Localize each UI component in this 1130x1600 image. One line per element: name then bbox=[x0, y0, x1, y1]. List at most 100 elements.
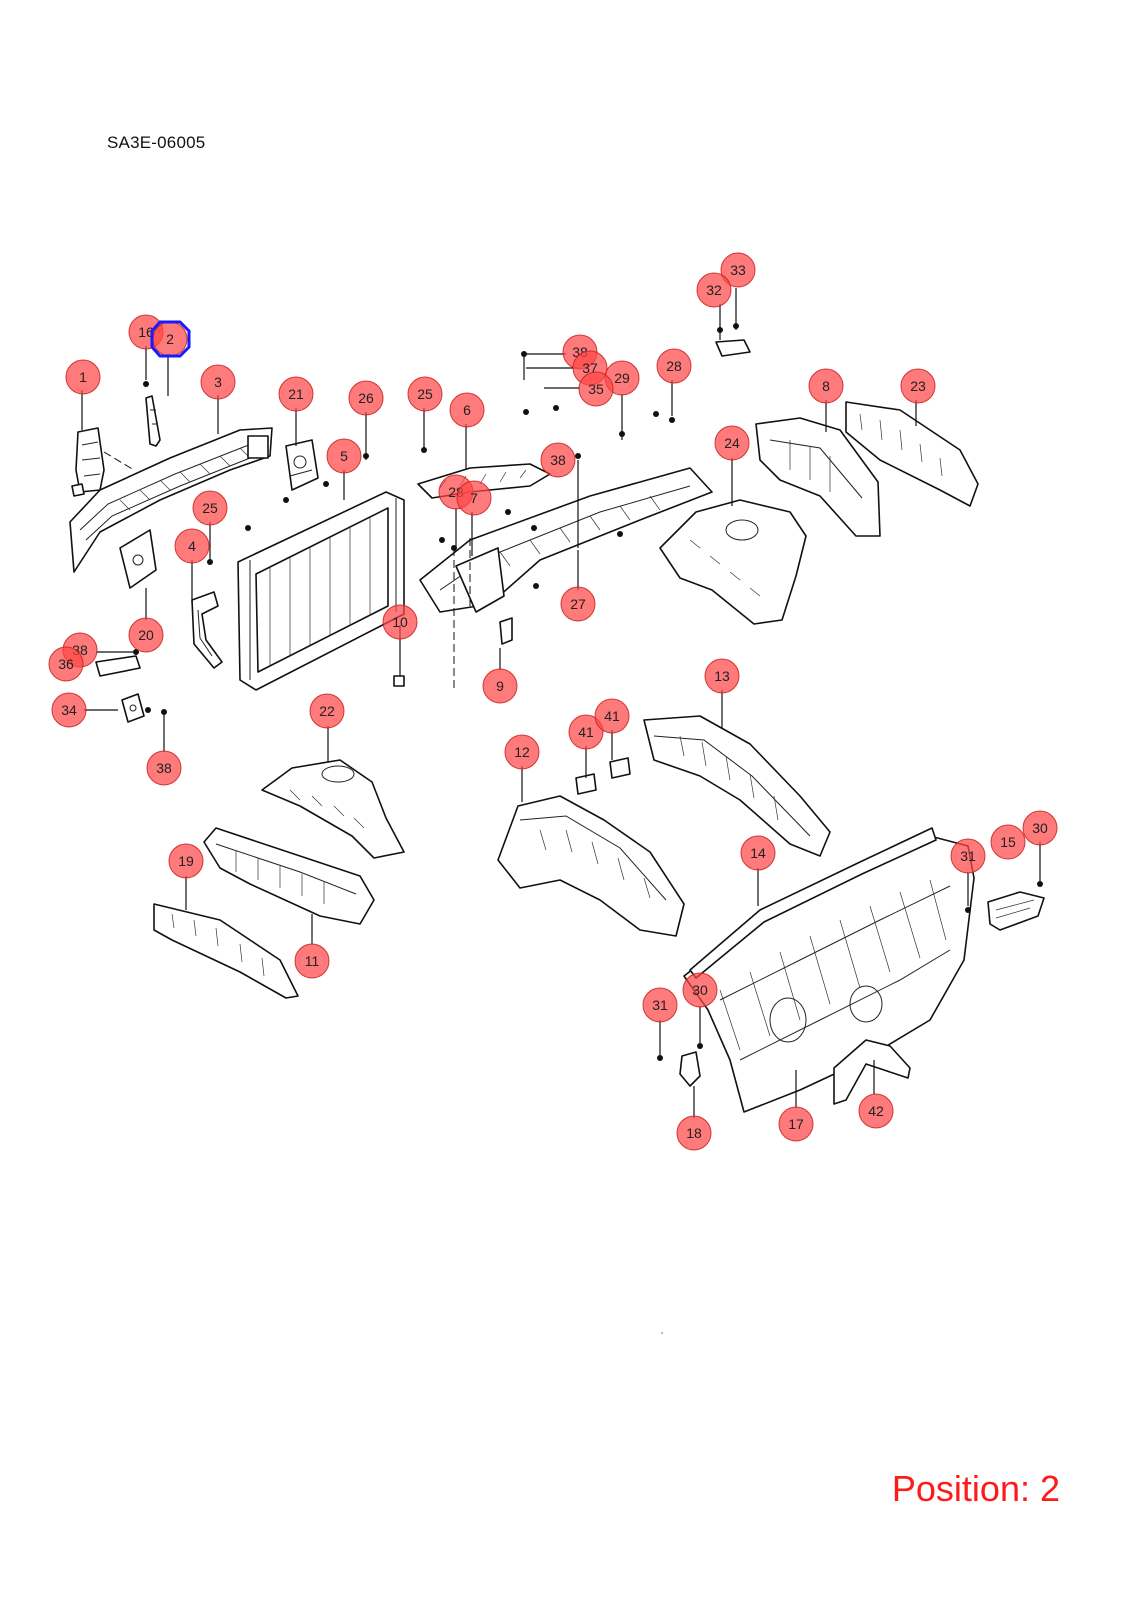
svg-text:26: 26 bbox=[358, 390, 374, 406]
svg-text:33: 33 bbox=[730, 262, 746, 278]
callout[interactable]: 17 bbox=[778, 1106, 814, 1142]
svg-text:31: 31 bbox=[960, 848, 976, 864]
callout[interactable]: 13 bbox=[704, 658, 740, 694]
svg-text:20: 20 bbox=[138, 627, 154, 643]
callout[interactable]: 12 bbox=[504, 734, 540, 770]
part-11-side-member bbox=[203, 827, 375, 925]
callout[interactable]: 30 bbox=[682, 972, 718, 1008]
callout[interactable]: 2 bbox=[152, 321, 188, 357]
part-19-panel bbox=[153, 903, 299, 999]
svg-text:35: 35 bbox=[588, 381, 604, 397]
callout[interactable]: 9 bbox=[482, 668, 518, 704]
svg-text:21: 21 bbox=[288, 386, 304, 402]
callout[interactable]: 35 bbox=[578, 371, 614, 407]
svg-text:36: 36 bbox=[58, 656, 74, 672]
svg-text:19: 19 bbox=[178, 853, 194, 869]
part-4-arm bbox=[191, 591, 223, 669]
svg-text:4: 4 bbox=[188, 538, 196, 554]
part-24-wheelhouse bbox=[659, 499, 807, 625]
callout[interactable]: 36 bbox=[48, 646, 84, 682]
part-8-side-rail bbox=[755, 417, 881, 537]
callout[interactable]: 23 bbox=[900, 368, 936, 404]
part-21-bracket bbox=[285, 439, 319, 491]
callout[interactable]: 27 bbox=[560, 586, 596, 622]
selected-callout-highlight bbox=[150, 320, 191, 358]
callout[interactable]: 28 bbox=[656, 348, 692, 384]
callout[interactable]: 32 bbox=[696, 272, 732, 308]
svg-text:31: 31 bbox=[652, 997, 668, 1013]
callout[interactable]: 15 bbox=[990, 824, 1026, 860]
part-13-rail bbox=[643, 715, 831, 857]
part-18-bracket bbox=[679, 1051, 701, 1087]
callout[interactable]: 41 bbox=[568, 714, 604, 750]
callout[interactable]: 31 bbox=[950, 838, 986, 874]
callout[interactable]: 31 bbox=[642, 987, 678, 1023]
leader-lines bbox=[81, 288, 1041, 1118]
callouts: 33 32 16 2 38 37 29 35 28 1 3 21 26 25 6… bbox=[48, 252, 1058, 1151]
svg-text:1: 1 bbox=[79, 369, 87, 385]
svg-text:42: 42 bbox=[868, 1103, 884, 1119]
callout[interactable]: 14 bbox=[740, 835, 776, 871]
callout[interactable]: 30 bbox=[1022, 810, 1058, 846]
svg-text:18: 18 bbox=[686, 1125, 702, 1141]
part-5-radiator-support bbox=[237, 491, 405, 691]
position-label: Position: 2 bbox=[891, 1468, 1060, 1509]
part-2-strap bbox=[145, 395, 161, 447]
callout[interactable]: 25 bbox=[407, 376, 443, 412]
callout[interactable]: 25 bbox=[192, 490, 228, 526]
svg-text:27: 27 bbox=[570, 596, 586, 612]
speck bbox=[661, 1332, 663, 1334]
callout[interactable]: 7 bbox=[456, 480, 492, 516]
svg-text:13: 13 bbox=[714, 668, 730, 684]
callout[interactable]: 21 bbox=[278, 376, 314, 412]
bolts bbox=[133, 323, 1043, 1061]
svg-text:24: 24 bbox=[724, 435, 740, 451]
part-42-bracket bbox=[833, 1039, 911, 1105]
callout[interactable]: 18 bbox=[676, 1115, 712, 1151]
callout[interactable]: 38 bbox=[540, 442, 576, 478]
diagram-code: SA3E-06005 bbox=[107, 133, 206, 152]
callout[interactable]: 10 bbox=[382, 604, 418, 640]
part-15-bracket bbox=[987, 891, 1045, 931]
callout[interactable]: 11 bbox=[294, 943, 330, 979]
svg-text:25: 25 bbox=[417, 386, 433, 402]
svg-text:7: 7 bbox=[470, 490, 478, 506]
callout[interactable]: 41 bbox=[594, 698, 630, 734]
svg-text:41: 41 bbox=[578, 724, 594, 740]
svg-text:22: 22 bbox=[319, 703, 335, 719]
callout[interactable]: 1 bbox=[65, 359, 101, 395]
part-12-side-member bbox=[497, 795, 685, 937]
svg-text:6: 6 bbox=[463, 402, 471, 418]
part-34-bracket bbox=[121, 693, 145, 723]
svg-text:38: 38 bbox=[550, 452, 566, 468]
callout[interactable]: 38 bbox=[146, 750, 182, 786]
part-23-reinforcement bbox=[845, 401, 979, 507]
svg-text:32: 32 bbox=[706, 282, 722, 298]
callout[interactable]: 29 bbox=[604, 360, 640, 396]
callout[interactable]: 8 bbox=[808, 368, 844, 404]
svg-text:15: 15 bbox=[1000, 834, 1016, 850]
svg-text:12: 12 bbox=[514, 744, 530, 760]
svg-text:11: 11 bbox=[305, 953, 320, 969]
callout[interactable]: 5 bbox=[326, 438, 362, 474]
callout[interactable]: 34 bbox=[51, 692, 87, 728]
part-41-pads bbox=[575, 757, 631, 795]
part-1-bracket bbox=[71, 427, 135, 497]
svg-text:41: 41 bbox=[604, 708, 620, 724]
callout[interactable]: 3 bbox=[200, 364, 236, 400]
callout[interactable]: 20 bbox=[128, 617, 164, 653]
callout[interactable]: 42 bbox=[858, 1093, 894, 1129]
part-9-bracket bbox=[499, 617, 513, 645]
callout[interactable]: 26 bbox=[348, 380, 384, 416]
svg-text:14: 14 bbox=[750, 845, 766, 861]
callout[interactable]: 33 bbox=[720, 252, 756, 288]
callout[interactable]: 19 bbox=[168, 843, 204, 879]
svg-text:3: 3 bbox=[214, 374, 222, 390]
callout[interactable]: 4 bbox=[174, 528, 210, 564]
callout[interactable]: 22 bbox=[309, 693, 345, 729]
part-3-bumper-beam bbox=[69, 427, 273, 573]
callout[interactable]: 6 bbox=[449, 392, 485, 428]
svg-text:8: 8 bbox=[822, 378, 830, 394]
callout[interactable]: 24 bbox=[714, 425, 750, 461]
